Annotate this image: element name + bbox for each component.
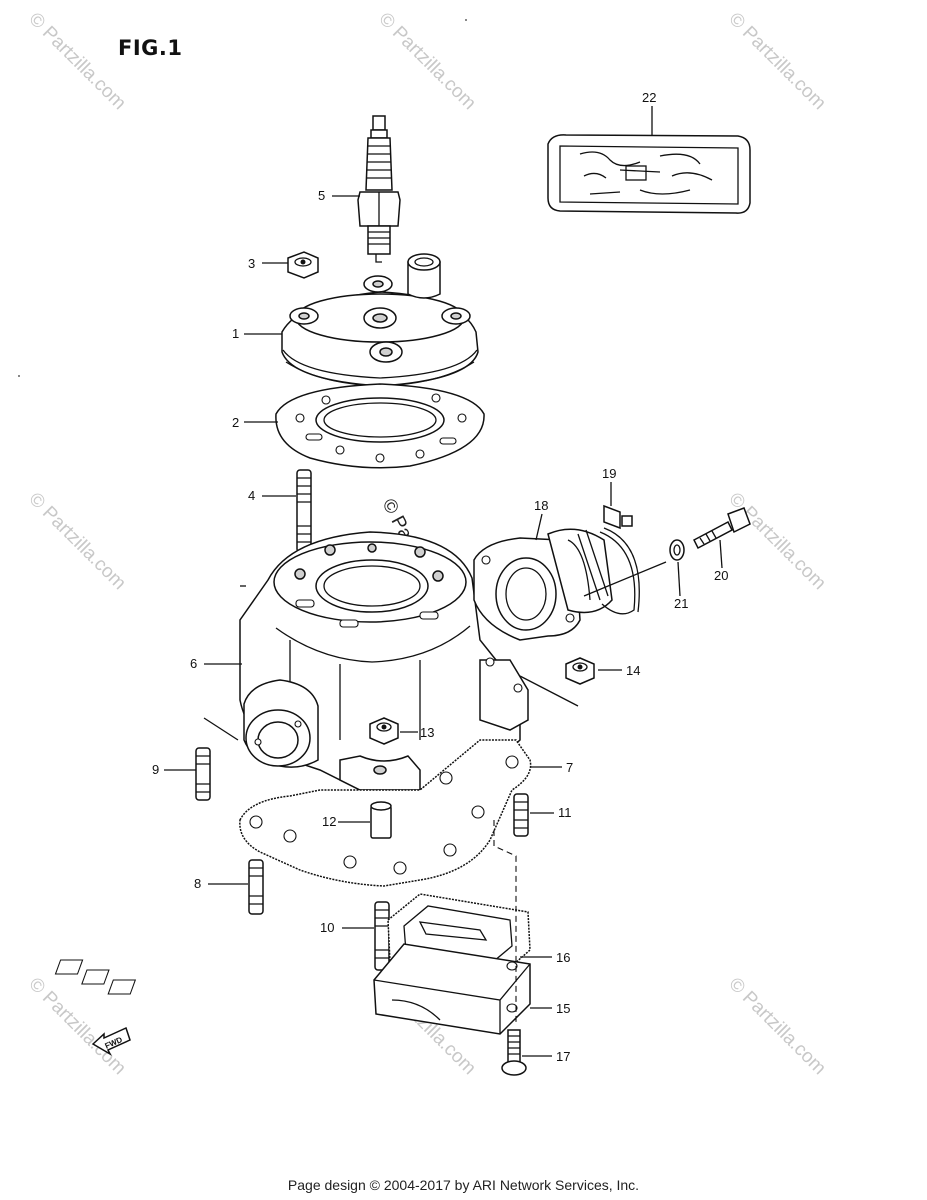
part-nut-3[interactable]	[287, 251, 319, 279]
callout-22[interactable]: 22	[642, 90, 656, 105]
callout-1[interactable]: 1	[232, 326, 239, 341]
part-nut-14[interactable]	[565, 657, 595, 685]
callout-7[interactable]: 7	[566, 760, 573, 775]
part-cylinder-head[interactable]	[281, 253, 479, 387]
part-head-gasket[interactable]	[275, 383, 485, 469]
part-dowel-pin[interactable]	[370, 801, 392, 839]
callout-15[interactable]: 15	[556, 1001, 570, 1016]
part-stud-4[interactable]	[296, 469, 312, 553]
part-spark-plug[interactable]	[357, 115, 401, 263]
watermark-text: © Partzilla.com	[24, 489, 129, 594]
watermark-text: © Partzilla.com	[724, 9, 829, 114]
callout-18[interactable]: 18	[534, 498, 548, 513]
callout-8[interactable]: 8	[194, 876, 201, 891]
callout-5[interactable]: 5	[318, 188, 325, 203]
callout-9[interactable]: 9	[152, 762, 159, 777]
watermark-text: © Partzilla.com	[724, 974, 829, 1079]
callout-13[interactable]: 13	[420, 725, 434, 740]
callouts: 22 5 3 1 2 4 6 18 19	[152, 90, 728, 1064]
callout-21[interactable]: 21	[674, 596, 688, 611]
callout-6[interactable]: 6	[190, 656, 197, 671]
callout-4[interactable]: 4	[248, 488, 255, 503]
part-label[interactable]	[547, 134, 751, 214]
part-intake-pipe[interactable]	[473, 528, 613, 641]
part-cylinder[interactable]	[239, 531, 529, 791]
part-stud-10[interactable]	[374, 901, 390, 971]
callout-19[interactable]: 19	[602, 466, 616, 481]
figure-title: FIG.1	[118, 36, 183, 60]
part-washer[interactable]	[669, 539, 685, 561]
part-bolt-20[interactable]	[693, 507, 751, 550]
watermark-text: © Partzilla.com	[724, 489, 829, 594]
part-stud-8[interactable]	[248, 859, 264, 915]
callout-17[interactable]: 17	[556, 1049, 570, 1064]
callout-12[interactable]: 12	[322, 814, 336, 829]
part-bolt-17[interactable]	[501, 1029, 527, 1076]
part-reed-valve-assy[interactable]	[54, 943, 531, 1035]
part-stud-11[interactable]	[513, 793, 529, 837]
callout-3[interactable]: 3	[248, 256, 255, 271]
part-stud-9[interactable]	[195, 747, 211, 801]
fwd-arrow-icon: FWD	[91, 1026, 131, 1056]
callout-14[interactable]: 14	[626, 663, 640, 678]
page-footer: Page design © 2004-2017 by ARI Network S…	[287, 1177, 640, 1193]
callout-10[interactable]: 10	[320, 920, 334, 935]
watermark-text: © Partzilla.com	[24, 9, 129, 114]
watermark-text: © Partzilla.com	[374, 9, 479, 114]
part-clamp[interactable]	[599, 504, 640, 615]
callout-2[interactable]: 2	[232, 415, 239, 430]
part-nut-13[interactable]	[369, 717, 399, 745]
callout-11[interactable]: 11	[558, 805, 572, 820]
callout-16[interactable]: 16	[556, 950, 570, 965]
guide-lines	[203, 561, 667, 1024]
callout-20[interactable]: 20	[714, 568, 728, 583]
